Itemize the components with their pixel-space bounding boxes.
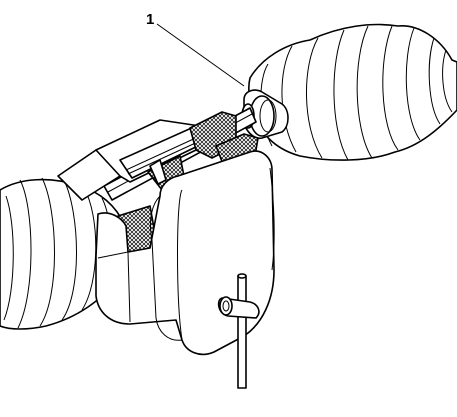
clamp-t-handle[interactable] [217, 273, 260, 389]
right-cv-boot [241, 23, 457, 161]
clamp-vise [57, 111, 259, 255]
callout-number: 1 [146, 11, 154, 28]
callout-1: 1 [146, 11, 245, 87]
